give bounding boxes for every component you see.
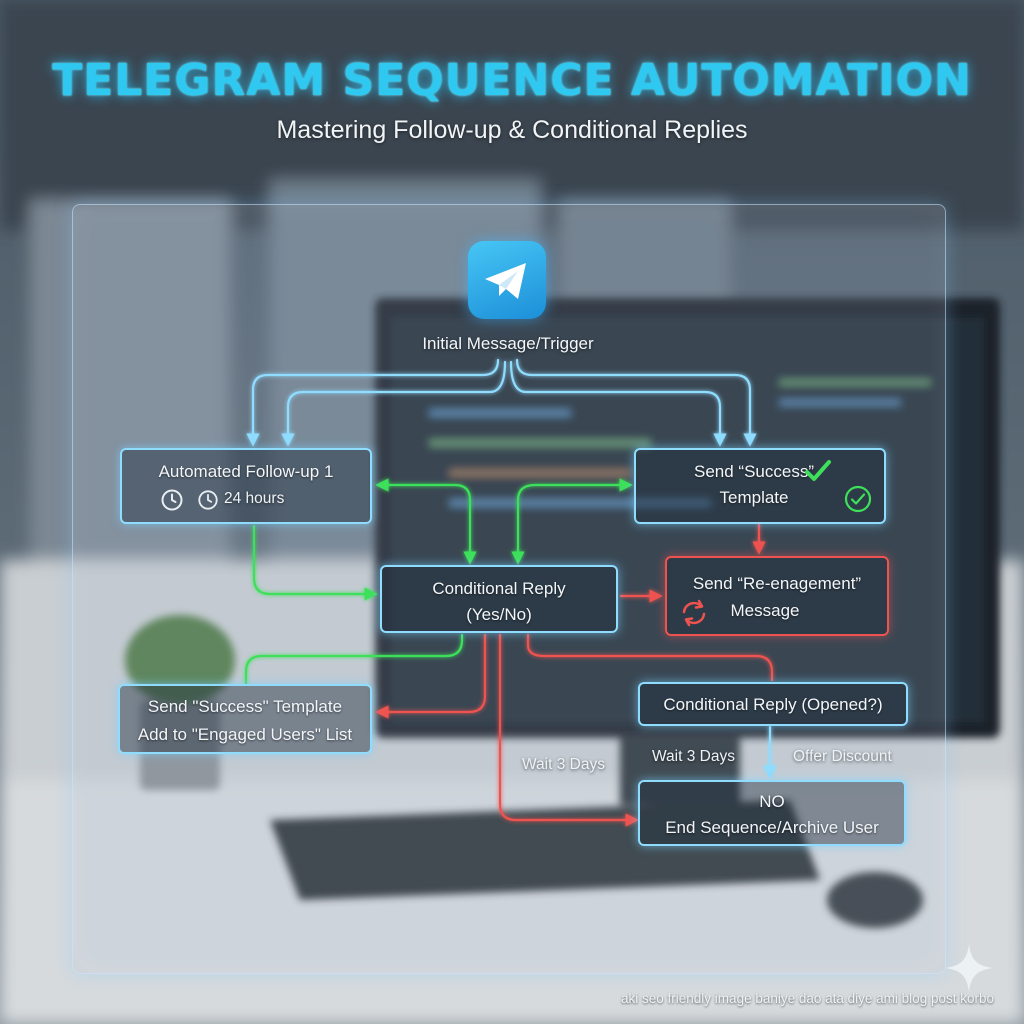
page-title: TELEGRAM SEQUENCE AUTOMATION	[52, 55, 972, 106]
check-circle-icon	[844, 485, 872, 513]
offer-discount-label: Offer Discount	[793, 748, 892, 765]
clock-icon	[198, 490, 218, 510]
reengagement-line2: Message	[730, 601, 800, 620]
connector-conditional-success-engaged-no	[375, 633, 487, 719]
reengagement-line1: Send “Re-enagement”	[692, 574, 862, 593]
conditional-reply-line1: Conditional Reply	[432, 579, 566, 598]
connector-conditional-end	[498, 633, 639, 827]
footer-caption: aki seo friendly image baniye dao ata di…	[621, 991, 994, 1006]
connector-trigger-followup-inner	[281, 360, 507, 447]
success-template-line2: Template	[719, 488, 789, 507]
connector-followup-conditional	[252, 524, 378, 601]
connector-conditional-opened	[526, 633, 774, 682]
wait-label-left: Wait 3 Days	[522, 756, 605, 773]
reengagement-node: Send “Re-enagement” Message	[665, 556, 889, 636]
end-sequence-node: NO End Sequence/Archive User	[638, 780, 906, 846]
conditional-reply-node: Conditional Reply (Yes/No)	[380, 565, 618, 633]
paper-plane-icon	[485, 263, 526, 299]
connector-followup-conditional-loop	[375, 478, 477, 565]
end-line1: NO	[759, 792, 785, 811]
connector-trigger-success-outer	[515, 358, 757, 447]
followup-node: Automated Follow-up 1 24 hours	[120, 448, 372, 524]
sparkle-icon	[945, 944, 993, 992]
connector-conditional-success-engaged	[244, 633, 464, 686]
conditional-reply-line2: (Yes/No)	[466, 605, 532, 624]
followup-delay: 24 hours	[224, 490, 285, 507]
success-engaged-line1: Send "Success" Template	[147, 697, 343, 716]
checkmark-icon	[805, 460, 831, 481]
success-engaged-node: Send "Success" Template Add to "Engaged …	[118, 684, 372, 754]
page-subtitle: Mastering Follow-up & Conditional Replie…	[276, 116, 748, 144]
clock-icon	[161, 489, 183, 511]
followup-title: Automated Follow-up 1	[158, 462, 334, 481]
trigger-label: Initial Message/Trigger	[422, 334, 594, 353]
connector-trigger-followup-outer	[246, 358, 500, 447]
success-engaged-line2: Add to "Engaged Users" List	[137, 725, 353, 744]
opened-label: Conditional Reply (Opened?)	[663, 695, 883, 714]
end-line2: End Sequence/Archive User	[665, 818, 879, 837]
opened-node: Conditional Reply (Opened?)	[638, 682, 908, 726]
connector-success-conditional-loop	[511, 478, 633, 565]
wait-label-right: Wait 3 Days	[652, 748, 735, 765]
success-template-line1: Send “Success”	[694, 462, 814, 481]
success-template-node: Send “Success” Template	[634, 448, 886, 524]
connector-trigger-success-inner	[509, 360, 727, 447]
refresh-icon	[682, 599, 706, 627]
telegram-logo	[468, 241, 546, 319]
